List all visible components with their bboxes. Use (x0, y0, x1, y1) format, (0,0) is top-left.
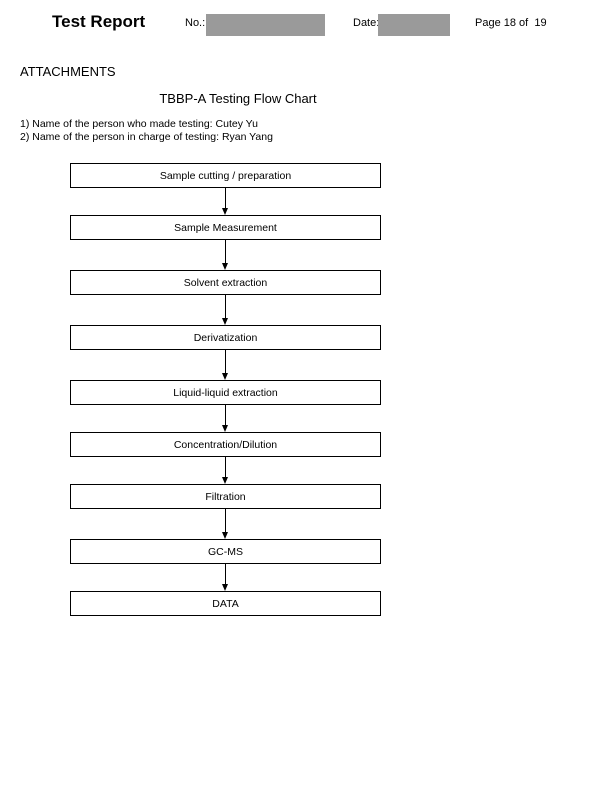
arrow-down-icon (222, 477, 228, 484)
flow-step-liquid-liquid-extraction: Liquid-liquid extraction (70, 380, 381, 405)
report-title: Test Report (52, 12, 146, 31)
page-number: Page 18 of 19 (475, 17, 547, 29)
attachments-heading: ATTACHMENTS (20, 64, 116, 79)
supervisor-name-line: 2) Name of the person in charge of testi… (20, 131, 273, 143)
date-label: Date: (353, 17, 380, 29)
flow-step-derivatization: Derivatization (70, 325, 381, 350)
flow-step-data: DATA (70, 591, 381, 616)
flow-arrow (222, 457, 228, 484)
report-number-redaction (206, 14, 325, 36)
date-redaction (378, 14, 450, 36)
flow-arrow (222, 564, 228, 591)
flow-step-gc-ms: GC-MS (70, 539, 381, 564)
flow-arrow (222, 188, 228, 215)
flow-step-solvent-extraction: Solvent extraction (70, 270, 381, 295)
flow-arrow (222, 509, 228, 539)
arrow-down-icon (222, 208, 228, 215)
flow-step-sample-measurement: Sample Measurement (70, 215, 381, 240)
arrow-down-icon (222, 318, 228, 325)
arrow-down-icon (222, 263, 228, 270)
flow-step-sample-cutting: Sample cutting / preparation (70, 163, 381, 188)
tester-name-line: 1) Name of the person who made testing: … (20, 118, 258, 130)
arrow-down-icon (222, 532, 228, 539)
flow-arrow (222, 405, 228, 432)
flow-arrow (222, 240, 228, 270)
report-number-label: No.: (185, 17, 206, 29)
flow-arrow (222, 295, 228, 325)
flow-step-concentration-dilution: Concentration/Dilution (70, 432, 381, 457)
arrow-down-icon (222, 425, 228, 432)
flow-chart-title: TBBP-A Testing Flow Chart (159, 91, 317, 106)
flow-arrow (222, 350, 228, 380)
flow-step-filtration: Filtration (70, 484, 381, 509)
arrow-down-icon (222, 373, 228, 380)
arrow-down-icon (222, 584, 228, 591)
